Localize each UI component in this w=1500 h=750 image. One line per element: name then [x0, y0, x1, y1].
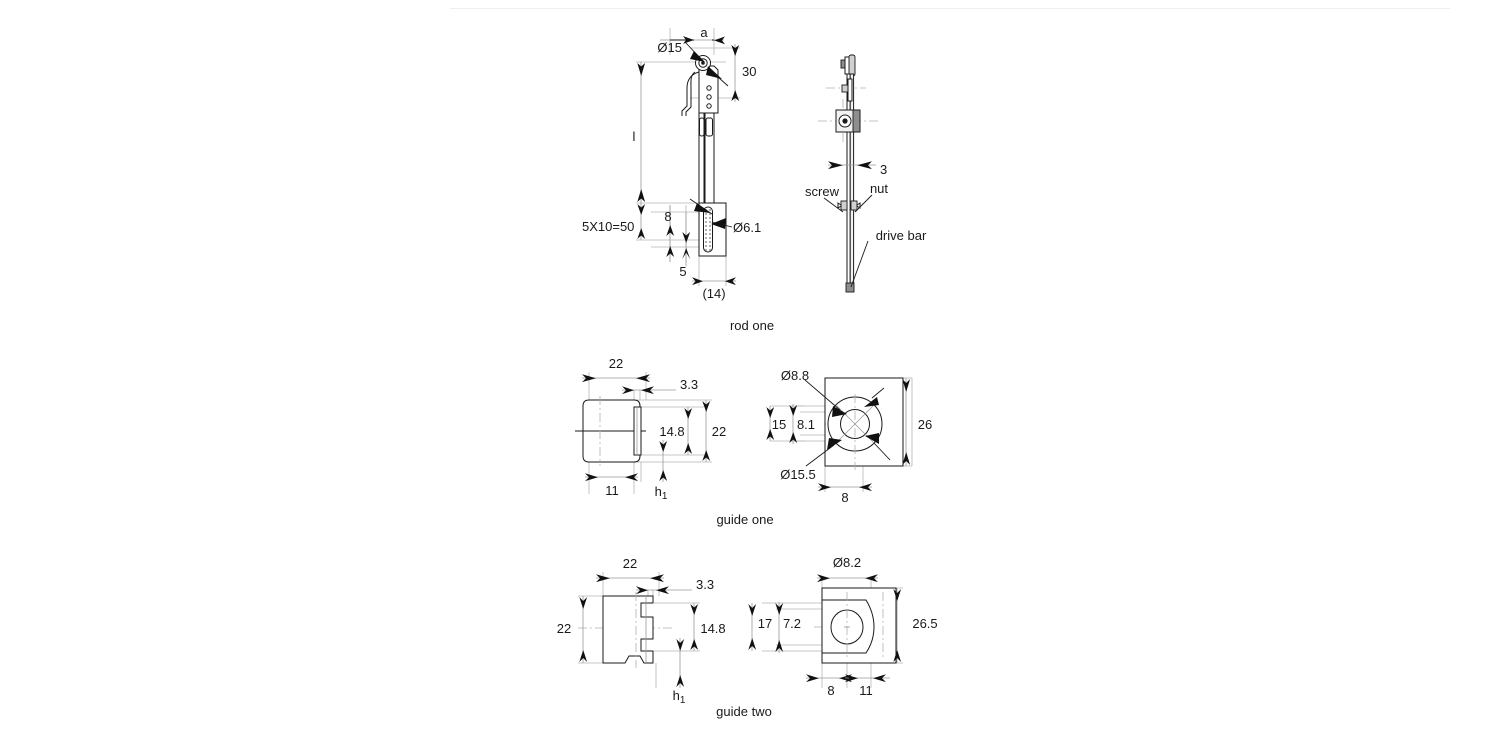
- label-g1-dim-26: 26: [918, 417, 932, 432]
- label-dim-5: 5: [679, 264, 686, 279]
- dim-h1-g1: [659, 440, 668, 482]
- guide-two-front-geometry: [821, 587, 897, 664]
- dim-5x10-50: [637, 203, 646, 240]
- label-screw: screw: [805, 184, 840, 199]
- label-dim-30: 30: [742, 64, 756, 79]
- dim-26-g1: [902, 378, 911, 466]
- label-g1-dim-15: 15: [772, 417, 786, 432]
- label-dia-61: Ø6.1: [733, 220, 761, 235]
- label-g2-dim-22-h: 22: [557, 621, 571, 636]
- dim-148-g1: [684, 407, 693, 455]
- label-g1-dim-h1: h1: [655, 484, 668, 502]
- label-dim-8: 8: [664, 209, 671, 224]
- label-dia-15: Ø15: [657, 40, 682, 55]
- dim-82-g2: [817, 574, 878, 583]
- label-g2-dia-82: Ø8.2: [833, 555, 861, 570]
- leader-nut: [854, 194, 873, 213]
- label-g1-dim-148: 14.8: [659, 424, 684, 439]
- caption-rod-one: rod one: [730, 318, 774, 333]
- label-g1-dim-11: 11: [605, 483, 619, 498]
- label-dim-14: (14): [702, 286, 725, 301]
- dim-22-height-g1: [702, 400, 711, 462]
- view-rod-one-front: [636, 28, 740, 286]
- view-guide-one-side: [575, 372, 712, 494]
- label-g2-dim-33: 3.3: [696, 577, 714, 592]
- dim-148-g2: [690, 603, 699, 651]
- leader-dia15: [685, 42, 705, 62]
- label-dim-a: a: [700, 25, 708, 40]
- label-g2-dim-11: 11: [859, 683, 873, 698]
- leader-drive-bar: [850, 240, 869, 288]
- dim-72-g2: [775, 602, 784, 653]
- dim-30: [731, 44, 740, 102]
- guide-one-side-geometry: [575, 396, 646, 466]
- label-g2-dim-265: 26.5: [912, 616, 937, 631]
- label-g1-dim-22-h: 22: [712, 424, 726, 439]
- dim-81-g1: [789, 404, 798, 444]
- caption-guide-two: guide two: [716, 704, 772, 719]
- view-guide-two-side: [578, 572, 700, 688]
- dim-5: [682, 212, 691, 266]
- label-g1-dim-8: 8: [841, 490, 848, 505]
- label-dim-5x10: 5X10=50: [582, 219, 634, 234]
- view-rod-one-side: [818, 54, 878, 293]
- dim-17-g2: [748, 603, 757, 651]
- dim-22-height-g2: [579, 596, 588, 663]
- label-g1-dim-33: 3.3: [680, 377, 698, 392]
- dim-22-width-g2: [596, 574, 664, 583]
- leader-dia155-g1: [805, 433, 891, 467]
- label-g2-dim-148: 14.8: [700, 621, 725, 636]
- label-g1-dim-81: 8.1: [797, 417, 815, 432]
- dim-h1-g2: [676, 638, 685, 688]
- guide-one-front-geometry: [824, 377, 904, 470]
- label-g2-dim-h1: h1: [673, 688, 686, 706]
- label-g2-dim-22-w: 22: [623, 556, 637, 571]
- guide-two-side-geometry: [602, 592, 654, 668]
- label-dim-3: 3: [880, 162, 887, 177]
- caption-guide-one: guide one: [716, 512, 773, 527]
- leader-dia15-right: [706, 66, 729, 87]
- dim-22-width-g1: [582, 374, 650, 383]
- view-guide-one-front: [766, 377, 913, 492]
- dim-a: [660, 36, 725, 45]
- dim-8: [666, 205, 675, 262]
- rod-one-geometry: [681, 55, 727, 257]
- leader-dia88-g1: [804, 379, 885, 417]
- dim-l: [637, 62, 646, 203]
- dim-11-g2: [845, 674, 890, 683]
- dim-15-g1: [766, 405, 805, 442]
- dim-33-g2: [636, 586, 692, 595]
- label-g1-dia-88: Ø8.8: [781, 368, 809, 383]
- dim-3: [828, 161, 876, 170]
- rod-one-side-geometry: [835, 54, 861, 293]
- label-dim-l: l: [633, 129, 636, 144]
- annotation-text-layer: Ø15 a 30 l 5X10=50 8 5 (14) Ø6.1 3 screw…: [557, 25, 938, 719]
- label-g2-dim-17: 17: [758, 616, 772, 631]
- sheet-top-rule: [450, 8, 1450, 9]
- label-g2-dim-8: 8: [827, 683, 834, 698]
- label-g1-dim-22-w: 22: [609, 356, 623, 371]
- dim-265-g2: [893, 588, 902, 663]
- label-g2-dim-72: 7.2: [783, 616, 801, 631]
- dim-8-g1: [818, 483, 872, 492]
- label-g1-dia-155: Ø15.5: [780, 467, 815, 482]
- view-guide-two-front: [748, 574, 903, 688]
- dim-33-g1: [622, 386, 676, 395]
- leader-screw: [823, 197, 844, 213]
- label-drive-bar: drive bar: [876, 228, 927, 243]
- label-nut: nut: [870, 181, 888, 196]
- leader-dia61: [689, 198, 733, 229]
- dim-14: [692, 277, 736, 286]
- dim-11-g1: [585, 473, 638, 482]
